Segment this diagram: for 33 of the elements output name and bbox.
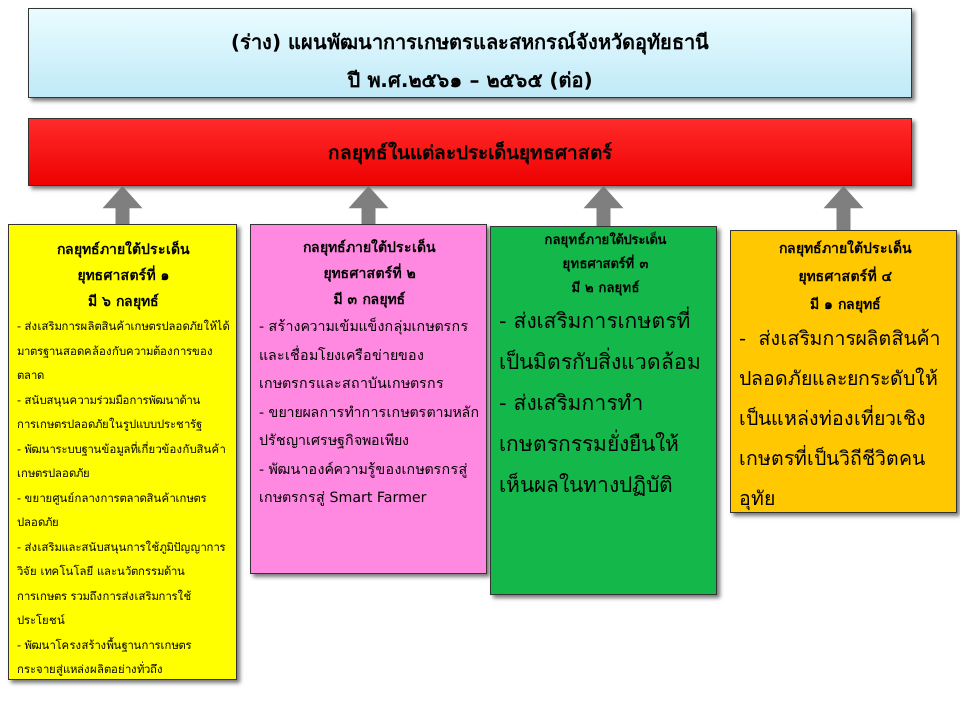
strategy-box xyxy=(250,224,487,574)
column-heading: กลยุทธ์ภายใต้ประเด็นยุทธศาสตร์ที่ ๓ xyxy=(544,230,668,274)
strategy-item: - ส่งเสริมการผลิตสินค้าเกษตรปลอดภัยให้ได้มาตรฐานสอดคล้องกับความต้องการของตลาด xyxy=(17,318,230,384)
strategy-item: - พัฒนาระบบฐานข้อมูลที่เกี่ยวข้องกับสินค้าเกษตรปลอดภัย xyxy=(17,440,227,482)
strategy-band xyxy=(28,118,912,186)
strategy-item: - สนับสนุนความร่วมมือการพัฒนาด้านการเกษตรปลอดภัยในรูปแบบประชารัฐ xyxy=(17,392,203,433)
column-heading: กลยุทธ์ภายใต้ประเด็นยุทธศาสตร์ที่ ๑ xyxy=(56,240,191,286)
title-text: (ร่าง) แผนพัฒนาการเกษตรและสหกรณ์จังหวัดอุทัยธานี xyxy=(230,29,710,57)
strategy-item: - ส่งเสริมการผลิตสินค้าปลอดภัยและยกระดับให้เป็นแหล่งท่องเที่ยวเชิงเกษตรที่เป็นวิถีชีวิตคนอุทัย xyxy=(739,326,942,512)
strategy-item: - ส่งเสริมการทำเกษตรกรรมยั่งยืนให้เห็นผลในทางปฏิบัติ xyxy=(499,390,680,499)
block-arrow xyxy=(584,186,624,226)
title-box xyxy=(28,8,912,98)
strategy-box xyxy=(490,226,717,595)
title-text: ปี พ.ศ.๒๕๖๑ – ๒๕๖๕ (ต่อ) xyxy=(346,67,594,94)
strategy-item: - ขยายผลการทำการเกษตรตามหลักปรัชญาเศรษฐกิจพอเพียง xyxy=(259,404,480,451)
block-arrow xyxy=(102,186,142,224)
strategy-item: - ส่งเสริมการเกษตรที่เป็นมิตรกับสิ่งแวดล้อม xyxy=(499,301,712,383)
strategy-count: มี ๑ กลยุทธ์ xyxy=(809,296,882,315)
strategy-count: มี ๓ กลยุทธ์ xyxy=(332,290,406,310)
strategy-item: - พัฒนาโครงสร้างพื้นฐานการเกษตรกระจายสู่แหล่งผลิตอย่างทั่วถึง xyxy=(17,636,193,678)
column-heading: กลยุทธ์ภายใต้ประเด็นยุทธศาสตร์ที่ ๔ xyxy=(778,238,913,287)
strategy-item: - สร้างความเข้มแข็งกลุ่มเกษตรกรและเชื่อมโยงเครือข่ายของเกษตรกรและสถาบันเกษตรกร xyxy=(259,316,470,394)
band-heading: กลยุทธ์ในแต่ละประเด็นยุทธศาสตร์ xyxy=(327,140,614,166)
strategy-count: มี ๖ กลยุทธ์ xyxy=(87,292,160,312)
block-arrow xyxy=(824,186,864,230)
column-heading: กลยุทธ์ภายใต้ประเด็นยุทธศาสตร์ที่ ๒ xyxy=(302,238,437,284)
strategy-box xyxy=(730,230,957,513)
strategy-count: มี ๒ กลยุทธ์ xyxy=(570,279,641,298)
strategy-item: - ขยายศูนย์กลางการตลาดสินค้าเกษตรปลอดภัย xyxy=(17,490,208,531)
strategy-item: - พัฒนาองค์ความรู้ของเกษตรกรสู่เกษตรกรสู่ Smart Farmer xyxy=(259,460,469,508)
strategy-item: - ส่งเสริมและสนับสนุนการใช้ภูมิปัญญาการวิจัย เทคโนโลยี และนวัตกรรมด้านการเกษตร รวมถึงการส่งเสริมการใช้ประโยชน์ xyxy=(17,540,227,629)
block-arrow xyxy=(348,186,388,224)
strategy-box xyxy=(8,224,237,680)
